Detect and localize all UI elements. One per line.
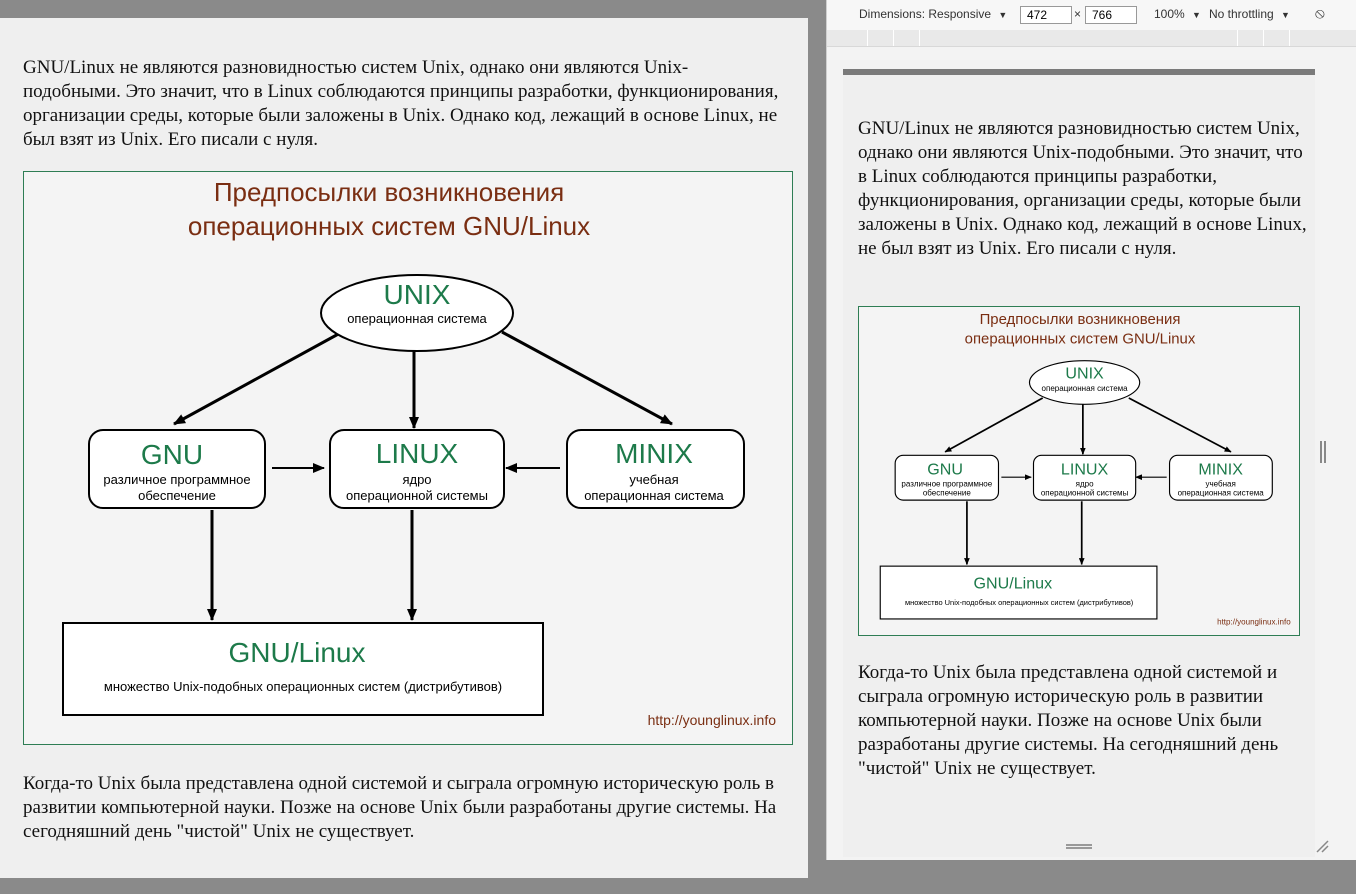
page-viewport-mobile: GNU/Linux не являются разновидностью сис… — [843, 75, 1315, 857]
history-paragraph: Когда-то Unix была представлена одной си… — [858, 662, 1279, 779]
gnu-linux-subtitle: множество Unix-подобных операционных сис… — [905, 598, 1134, 607]
gnu-linux-title: GNU/Linux — [229, 637, 366, 668]
resize-handle-right[interactable] — [1320, 441, 1326, 463]
gnu-title: GNU — [927, 460, 963, 478]
times-sign: × — [1074, 7, 1082, 21]
unix-subtitle: операционная система — [1042, 384, 1129, 393]
resize-corner-icon[interactable] — [1314, 838, 1330, 854]
arrow-unix-minix — [1128, 397, 1232, 453]
unix-node — [320, 274, 514, 352]
zoom-label: 100% — [1154, 7, 1185, 21]
intro-paragraph: GNU/Linux не являются разновидностью сис… — [858, 118, 1307, 259]
devtools-panel: Dimensions: Responsive ▼ × 100% ▼ No thr… — [826, 0, 1356, 860]
linux-node — [1032, 454, 1137, 501]
diagram-title-line1: Предпосылки возникновения — [214, 177, 564, 207]
device-viewport: GNU/Linux не являются разновидностью сис… — [843, 69, 1315, 857]
minix-title: MINIX — [1198, 460, 1243, 478]
chevron-down-icon: ▼ — [1281, 10, 1290, 20]
linux-subtitle-1: ядро — [402, 472, 431, 487]
minix-subtitle-2: операционная система — [584, 488, 724, 503]
unix-title: UNIX — [1065, 364, 1104, 382]
gnu-subtitle-1: различное программное — [103, 472, 250, 487]
throttling-label: No throttling — [1209, 7, 1274, 21]
unix-title: UNIX — [384, 279, 451, 310]
page-viewport: GNU/Linux не являются разновидностью сис… — [0, 18, 808, 878]
gnu-linux-node — [62, 622, 544, 716]
diagram-figure: Предпосылки возникновения операционных с… — [858, 306, 1300, 636]
diagram-credit: http://younglinux.info — [1217, 618, 1291, 627]
throttling-dropdown[interactable]: No throttling ▼ — [1209, 7, 1290, 21]
gnu-node — [894, 454, 1000, 501]
arrow-unix-gnu — [944, 397, 1044, 453]
minix-subtitle-1: учебная — [629, 472, 678, 487]
linux-subtitle-1: ядро — [1076, 479, 1094, 488]
height-input[interactable] — [1085, 6, 1137, 24]
gnu-title: GNU — [141, 439, 203, 470]
rotate-icon[interactable]: ⦸ — [1315, 5, 1325, 22]
diagram-figure: Предпосылки возникновения операционных с… — [23, 171, 793, 745]
minix-title: MINIX — [615, 438, 693, 469]
diagram-title-line2: операционных систем GNU/Linux — [188, 211, 590, 241]
chevron-down-icon: ▼ — [1192, 10, 1201, 20]
chevron-down-icon: ▼ — [998, 10, 1008, 20]
linux-title: LINUX — [1061, 460, 1109, 478]
resize-handle-bottom[interactable] — [1066, 844, 1092, 849]
dimensions-label: Dimensions: Responsive — [859, 7, 992, 21]
minix-subtitle-1: учебная — [1205, 479, 1235, 488]
history-paragraph: Когда-то Unix была представлена одной си… — [23, 773, 777, 842]
unix-node — [1028, 360, 1141, 405]
unix-subtitle: операционная система — [347, 311, 487, 326]
viewport-top-edge — [843, 69, 1315, 75]
linux-node — [329, 429, 505, 509]
diagram-title-line1: Предпосылки возникновения — [980, 311, 1181, 328]
gnu-linux-title: GNU/Linux — [974, 575, 1053, 593]
diagram-credit: http://younglinux.info — [648, 712, 777, 728]
minix-node — [1168, 454, 1273, 501]
gnu-node — [88, 429, 266, 509]
arrow-unix-gnu — [173, 330, 343, 426]
gnu-subtitle-2: обеспечение — [923, 489, 971, 498]
minix-node — [566, 429, 745, 509]
device-toolbar: Dimensions: Responsive ▼ × 100% ▼ No thr… — [827, 0, 1356, 30]
gnu-linux-subtitle: множество Unix-подобных операционных сис… — [104, 679, 502, 694]
minix-subtitle-2: операционная система — [1178, 489, 1265, 498]
linux-title: LINUX — [376, 438, 459, 469]
gnu-linux-node — [879, 565, 1158, 620]
diagram-title-line2: операционных систем GNU/Linux — [965, 330, 1196, 347]
diagram-svg: Предпосылки возникновения операционных с… — [879, 311, 1291, 627]
gnu-subtitle-1: различное программное — [901, 479, 992, 488]
linux-subtitle-2: операционной системы — [1041, 489, 1129, 498]
arrow-unix-minix — [501, 330, 673, 426]
zoom-dropdown[interactable]: 100% ▼ — [1154, 7, 1201, 21]
linux-subtitle-2: операционной системы — [346, 488, 488, 503]
media-query-bar[interactable] — [827, 30, 1356, 47]
intro-paragraph: GNU/Linux не являются разновидностью сис… — [23, 57, 779, 150]
dimensions-dropdown[interactable]: Dimensions: Responsive ▼ — [859, 7, 1007, 21]
diagram-svg: Предпосылки возникновения операционных с… — [62, 177, 777, 728]
gnu-subtitle-2: обеспечение — [138, 488, 216, 503]
width-input[interactable] — [1020, 6, 1072, 24]
